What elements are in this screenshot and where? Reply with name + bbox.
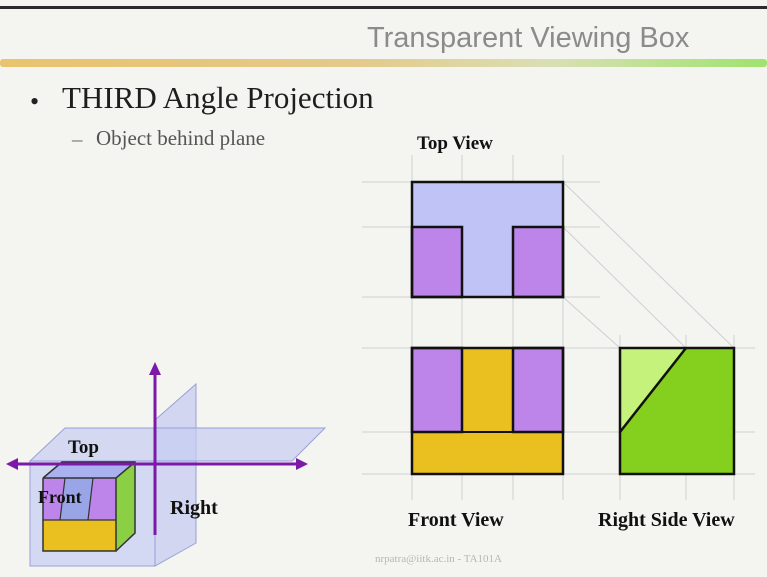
bullet-text: THIRD Angle Projection: [62, 80, 374, 115]
title-bar: [0, 59, 767, 67]
slide-title: Transparent Viewing Box: [367, 22, 690, 54]
front-view-label: Front View: [408, 509, 504, 531]
box-right-label: Right: [170, 497, 218, 519]
sub-bullet-dash: –: [72, 127, 83, 151]
sub-bullet-text: Object behind plane: [96, 126, 266, 150]
transparent-box-3d: [6, 362, 327, 567]
footer-text: nrpatra@iitk.ac.in - TA101A: [375, 553, 502, 565]
front-view: [410, 346, 565, 476]
box-front-label: Front: [38, 487, 82, 507]
right-side-view: [618, 346, 736, 476]
top-view-label: Top View: [417, 133, 493, 154]
bullet-dot: •: [30, 87, 40, 116]
top-view: [410, 180, 565, 299]
top-rule: [0, 6, 767, 9]
right-side-view-label: Right Side View: [598, 509, 735, 531]
box-top-label: Top: [68, 437, 99, 458]
